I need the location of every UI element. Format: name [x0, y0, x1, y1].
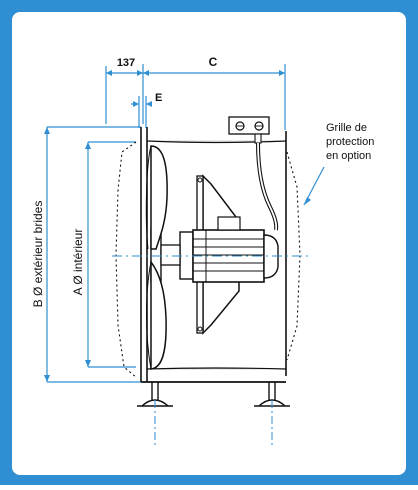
right-foot [254, 382, 290, 446]
dimension-b: B Ø extérieur brides [31, 126, 141, 383]
grille-label-line3: en option [326, 150, 371, 162]
grille-label-line2: protection [326, 136, 374, 148]
dim-b-label: B Ø extérieur brides [31, 201, 45, 308]
grille-annotation: Grille de protection en option [303, 122, 374, 206]
fan-blade [145, 145, 181, 370]
dim-137-label: 137 [117, 57, 135, 69]
dimension-137: 137 [105, 57, 144, 124]
dim-a-label: A Ø intérieur [71, 229, 85, 296]
dimension-e: E [131, 92, 162, 128]
dim-e-label: E [155, 92, 162, 104]
dim-c-label: C [209, 55, 218, 69]
dimension-c: C [143, 55, 286, 130]
left-foot [137, 382, 173, 446]
terminal-box [228, 116, 270, 144]
left-guard-outline [115, 141, 138, 379]
dimension-a: A Ø intérieur [71, 141, 136, 368]
grille-label-line1: Grille de [326, 122, 367, 134]
